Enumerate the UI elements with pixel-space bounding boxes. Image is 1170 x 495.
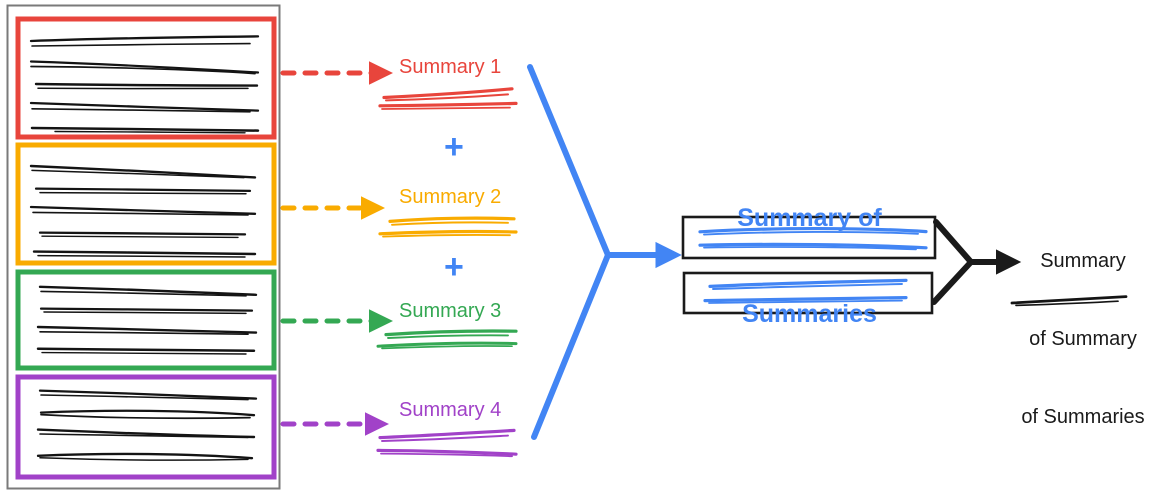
summary-3-lines [376,329,518,350]
plus-operator-1: + [444,128,464,166]
final-output-lines [1010,295,1128,307]
source-document-container [6,4,281,490]
sos-title-line-2: Summaries [742,300,877,328]
summary-1-lines [378,87,518,110]
sos-title-line-1: Summary of [737,204,882,232]
summary-4-lines [376,428,518,458]
final-line-3: of Summaries [1021,406,1145,428]
blue-converging-arrow [527,64,682,440]
summary-4-label: Summary 4 [399,399,502,421]
summary-2-label: Summary 2 [399,186,502,208]
final-output-label: Summary of Summary of Summaries [1008,196,1158,482]
summary-2-lines [378,216,518,238]
summary-1-label: Summary 1 [399,56,502,78]
source-chunk-purple [15,374,277,480]
final-line-2: of Summary [1029,328,1137,350]
black-converging-arrow [931,219,1022,305]
source-chunk-red [15,16,277,140]
source-chunk-orange [15,142,277,266]
summary-of-summaries-title: Summary of Summaries [682,138,937,394]
plus-operator-2: + [444,248,464,286]
source-chunk-green [15,269,277,371]
sos-box-1 [681,215,937,260]
final-line-1: Summary [1040,250,1126,272]
sos-box-2 [682,271,934,315]
summary-3-label: Summary 3 [399,300,502,322]
